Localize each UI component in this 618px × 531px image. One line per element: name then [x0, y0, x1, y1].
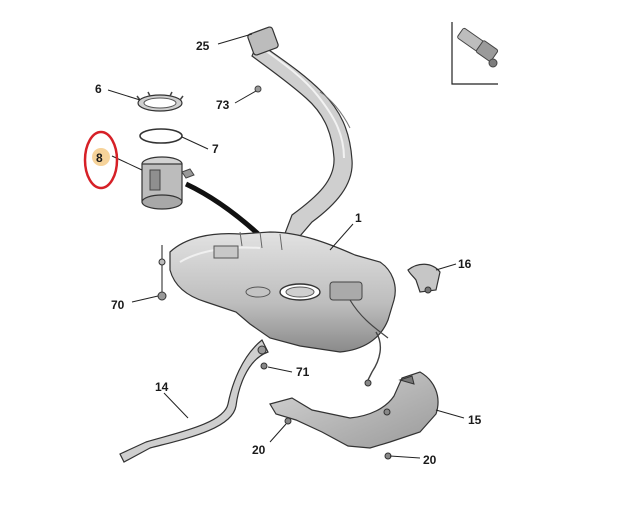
bracket-16	[407, 263, 441, 294]
stud-70	[157, 245, 167, 301]
callout-1: 1	[355, 211, 362, 225]
bolt-detail-inset	[451, 22, 499, 85]
screw-20a	[284, 417, 292, 425]
filler-neck	[247, 26, 353, 237]
heat-shield	[269, 371, 439, 449]
callout-25: 25	[196, 39, 210, 53]
fuel-pump-module	[141, 156, 195, 210]
callout-8: 8	[96, 151, 103, 165]
callout-7: 7	[212, 142, 219, 156]
callout-70: 70	[111, 298, 125, 312]
callout-16: 16	[458, 257, 472, 271]
callout-15: 15	[468, 413, 482, 427]
callout-20-right: 20	[423, 453, 437, 467]
fuel-tank	[169, 231, 396, 387]
callout-73: 73	[216, 98, 230, 112]
lock-ring	[136, 91, 184, 112]
callout-6: 6	[95, 82, 102, 96]
callout-14: 14	[155, 380, 169, 394]
screw-73	[254, 85, 262, 93]
highlight-marker	[83, 130, 119, 190]
seal-ring	[139, 128, 183, 144]
tank-strap	[119, 339, 269, 463]
screw-71	[260, 362, 268, 370]
callout-71: 71	[296, 365, 310, 379]
bolt-icon	[457, 27, 499, 68]
callout-20-left: 20	[252, 443, 266, 457]
